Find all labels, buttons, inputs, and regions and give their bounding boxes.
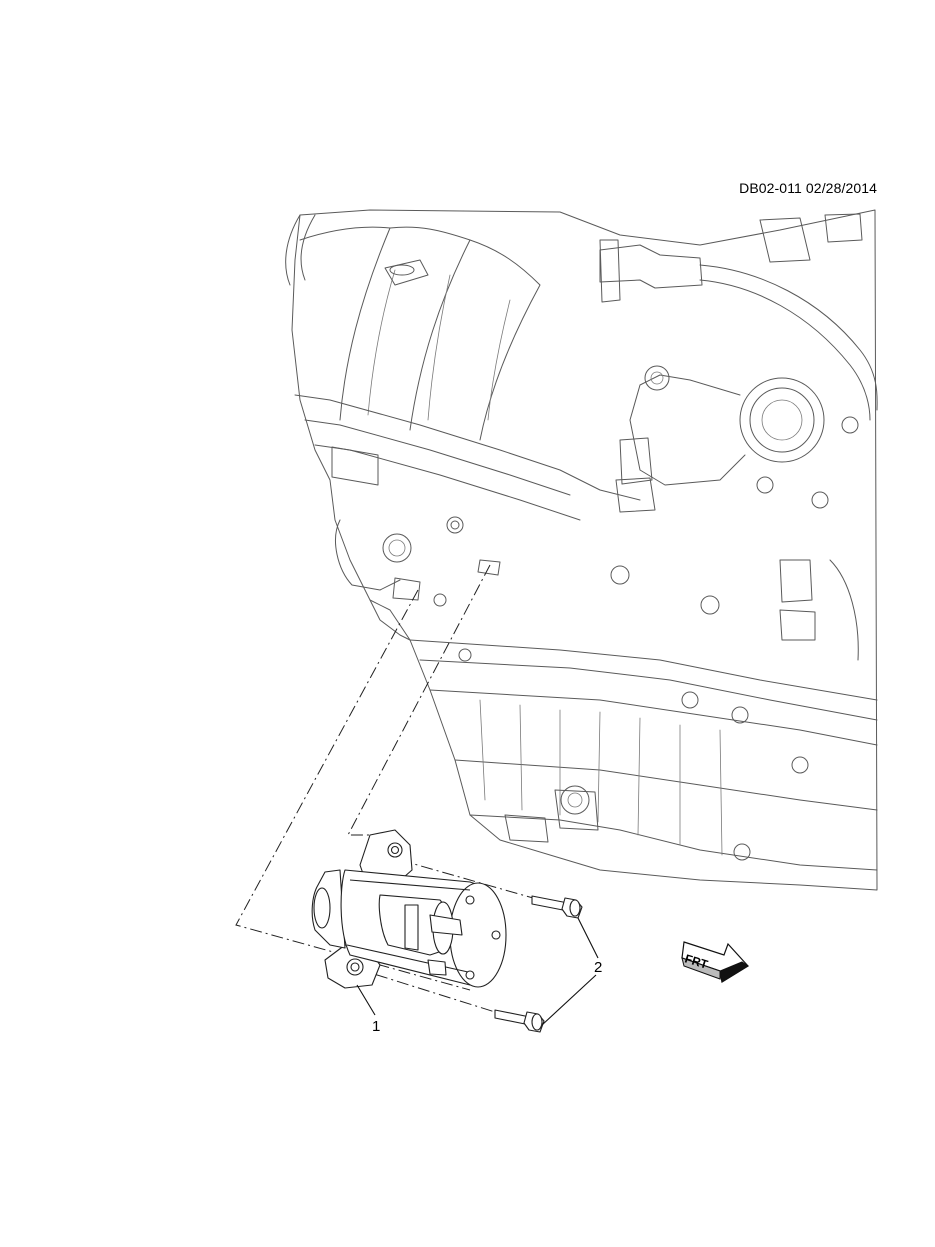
starter-bolt-upper [531,895,583,919]
callout-label-1: 1 [372,1018,380,1035]
front-direction-arrow-icon: FRT [681,941,749,983]
starter-bolt-lower [494,1009,545,1033]
document-id-date: DB02-011 02/28/2014 [739,180,877,196]
callout-label-2: 2 [594,959,602,976]
engine-assembly-illustration [285,209,878,891]
callout-1: 1 [356,984,380,1035]
front-arrow-label: FRT [683,951,710,971]
starter-motor [311,829,507,989]
callout-2: 2 [541,917,602,1026]
